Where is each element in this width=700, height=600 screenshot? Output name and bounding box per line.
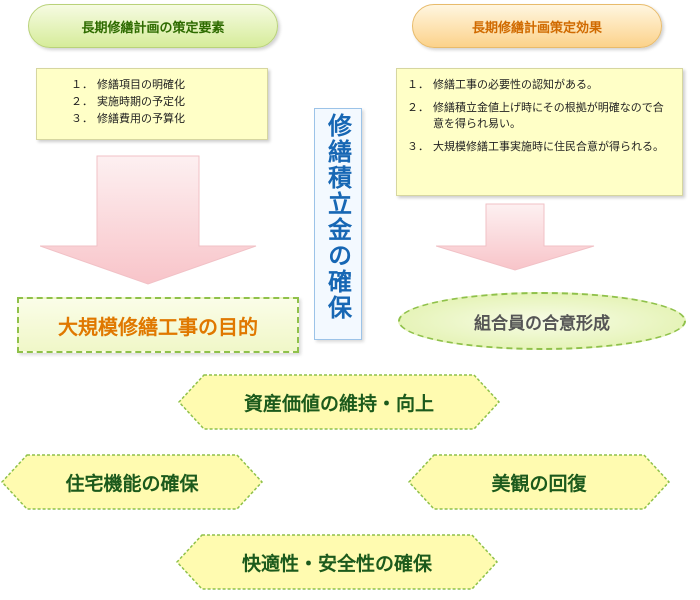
hex-asset-value: 資産価値の維持・向上	[177, 374, 501, 430]
header-left-pill: 長期修繕計画の策定要素	[28, 4, 278, 48]
list-item: ３．大規模修繕工事実施時に住民合意が得られる。	[407, 140, 664, 153]
right-down-arrow	[436, 203, 595, 271]
hex-appearance: 美観の回復	[407, 454, 671, 510]
consensus-ellipse: 組合員の合意形成	[398, 292, 686, 350]
planning-effects-box: １．修繕工事の必要性の認知がある。 ２．修繕積立金値上げ時にその根拠が明確なので…	[396, 68, 683, 196]
purpose-box: 大規模修繕工事の目的	[17, 297, 299, 353]
left-down-arrow	[40, 155, 257, 285]
hex-housing-function: 住宅機能の確保	[0, 454, 264, 510]
list-item: ２．修繕積立金値上げ時にその根拠が明確なので合意を得られ易い。	[407, 101, 664, 130]
list-item: ２．実施時期の予定化	[71, 95, 185, 108]
list-item: １．修繕項目の明確化	[71, 78, 185, 91]
planning-elements-box: １．修繕項目の明確化 ２．実施時期の予定化 ３．修繕費用の予算化	[36, 68, 268, 140]
reserve-fund-label: 修繕積立金の確保	[323, 113, 352, 321]
list-item: １．修繕工事の必要性の認知がある。	[407, 78, 598, 91]
list-item: ３．修繕費用の予算化	[71, 112, 185, 125]
header-right-pill: 長期修繕計画策定効果	[412, 4, 662, 48]
hex-comfort-safety: 快適性・安全性の確保	[175, 534, 499, 590]
reserve-fund-box: 修繕積立金の確保	[314, 108, 362, 340]
